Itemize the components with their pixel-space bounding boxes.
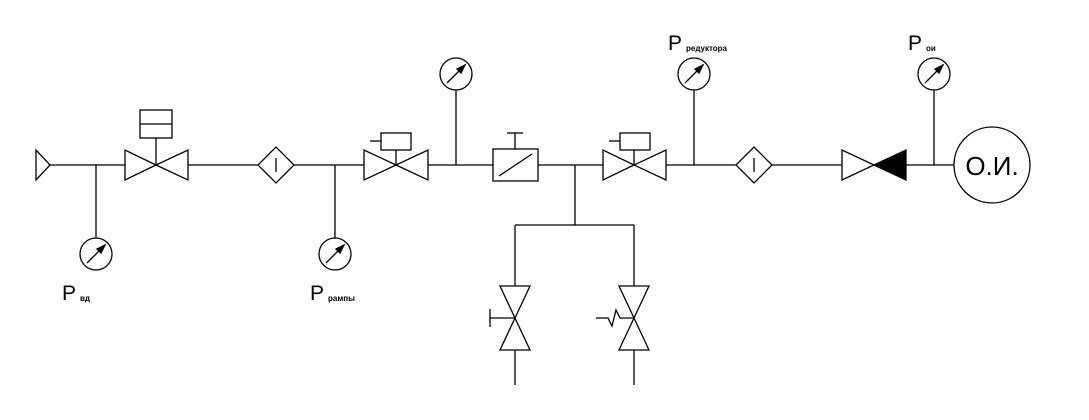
label-p-vd-main: P [62, 282, 76, 305]
solenoid-valve-1 [124, 109, 189, 182]
label-p-oi-main: P [908, 32, 922, 55]
shutoff-block [492, 132, 539, 182]
gauge-top-1 [439, 57, 473, 165]
label-p-reductor-sub: редуктора [686, 44, 728, 53]
label-p-rampy-sub: рампы [328, 294, 355, 303]
inlet-symbol [35, 148, 51, 182]
test-object: О.И. [953, 126, 1031, 204]
test-object-label: О.И. [965, 151, 1018, 181]
label-p-vd: P вд [62, 282, 90, 305]
reducer-valve-2 [602, 132, 667, 182]
label-p-vd-sub: вд [80, 294, 90, 303]
gauge-p-oi [917, 57, 951, 165]
label-p-oi-sub: ои [926, 44, 936, 53]
purge-branch [514, 165, 635, 286]
gauge-p-vd [79, 165, 113, 271]
label-p-rampy: P рампы [310, 282, 355, 305]
check-valve [841, 148, 907, 182]
safety-valve [596, 285, 651, 385]
manual-valve [489, 285, 532, 385]
label-p-rampy-main: P [310, 282, 324, 305]
label-p-reductor-main: P [668, 32, 682, 55]
label-p-oi: P ои [908, 32, 936, 55]
filter-2 [735, 146, 773, 184]
gauge-p-rampy [318, 165, 352, 271]
filter-1 [257, 146, 295, 184]
label-p-reductor: P редуктора [668, 32, 728, 55]
gauge-p-reductor [677, 57, 711, 165]
reducer-valve-1 [363, 132, 429, 182]
